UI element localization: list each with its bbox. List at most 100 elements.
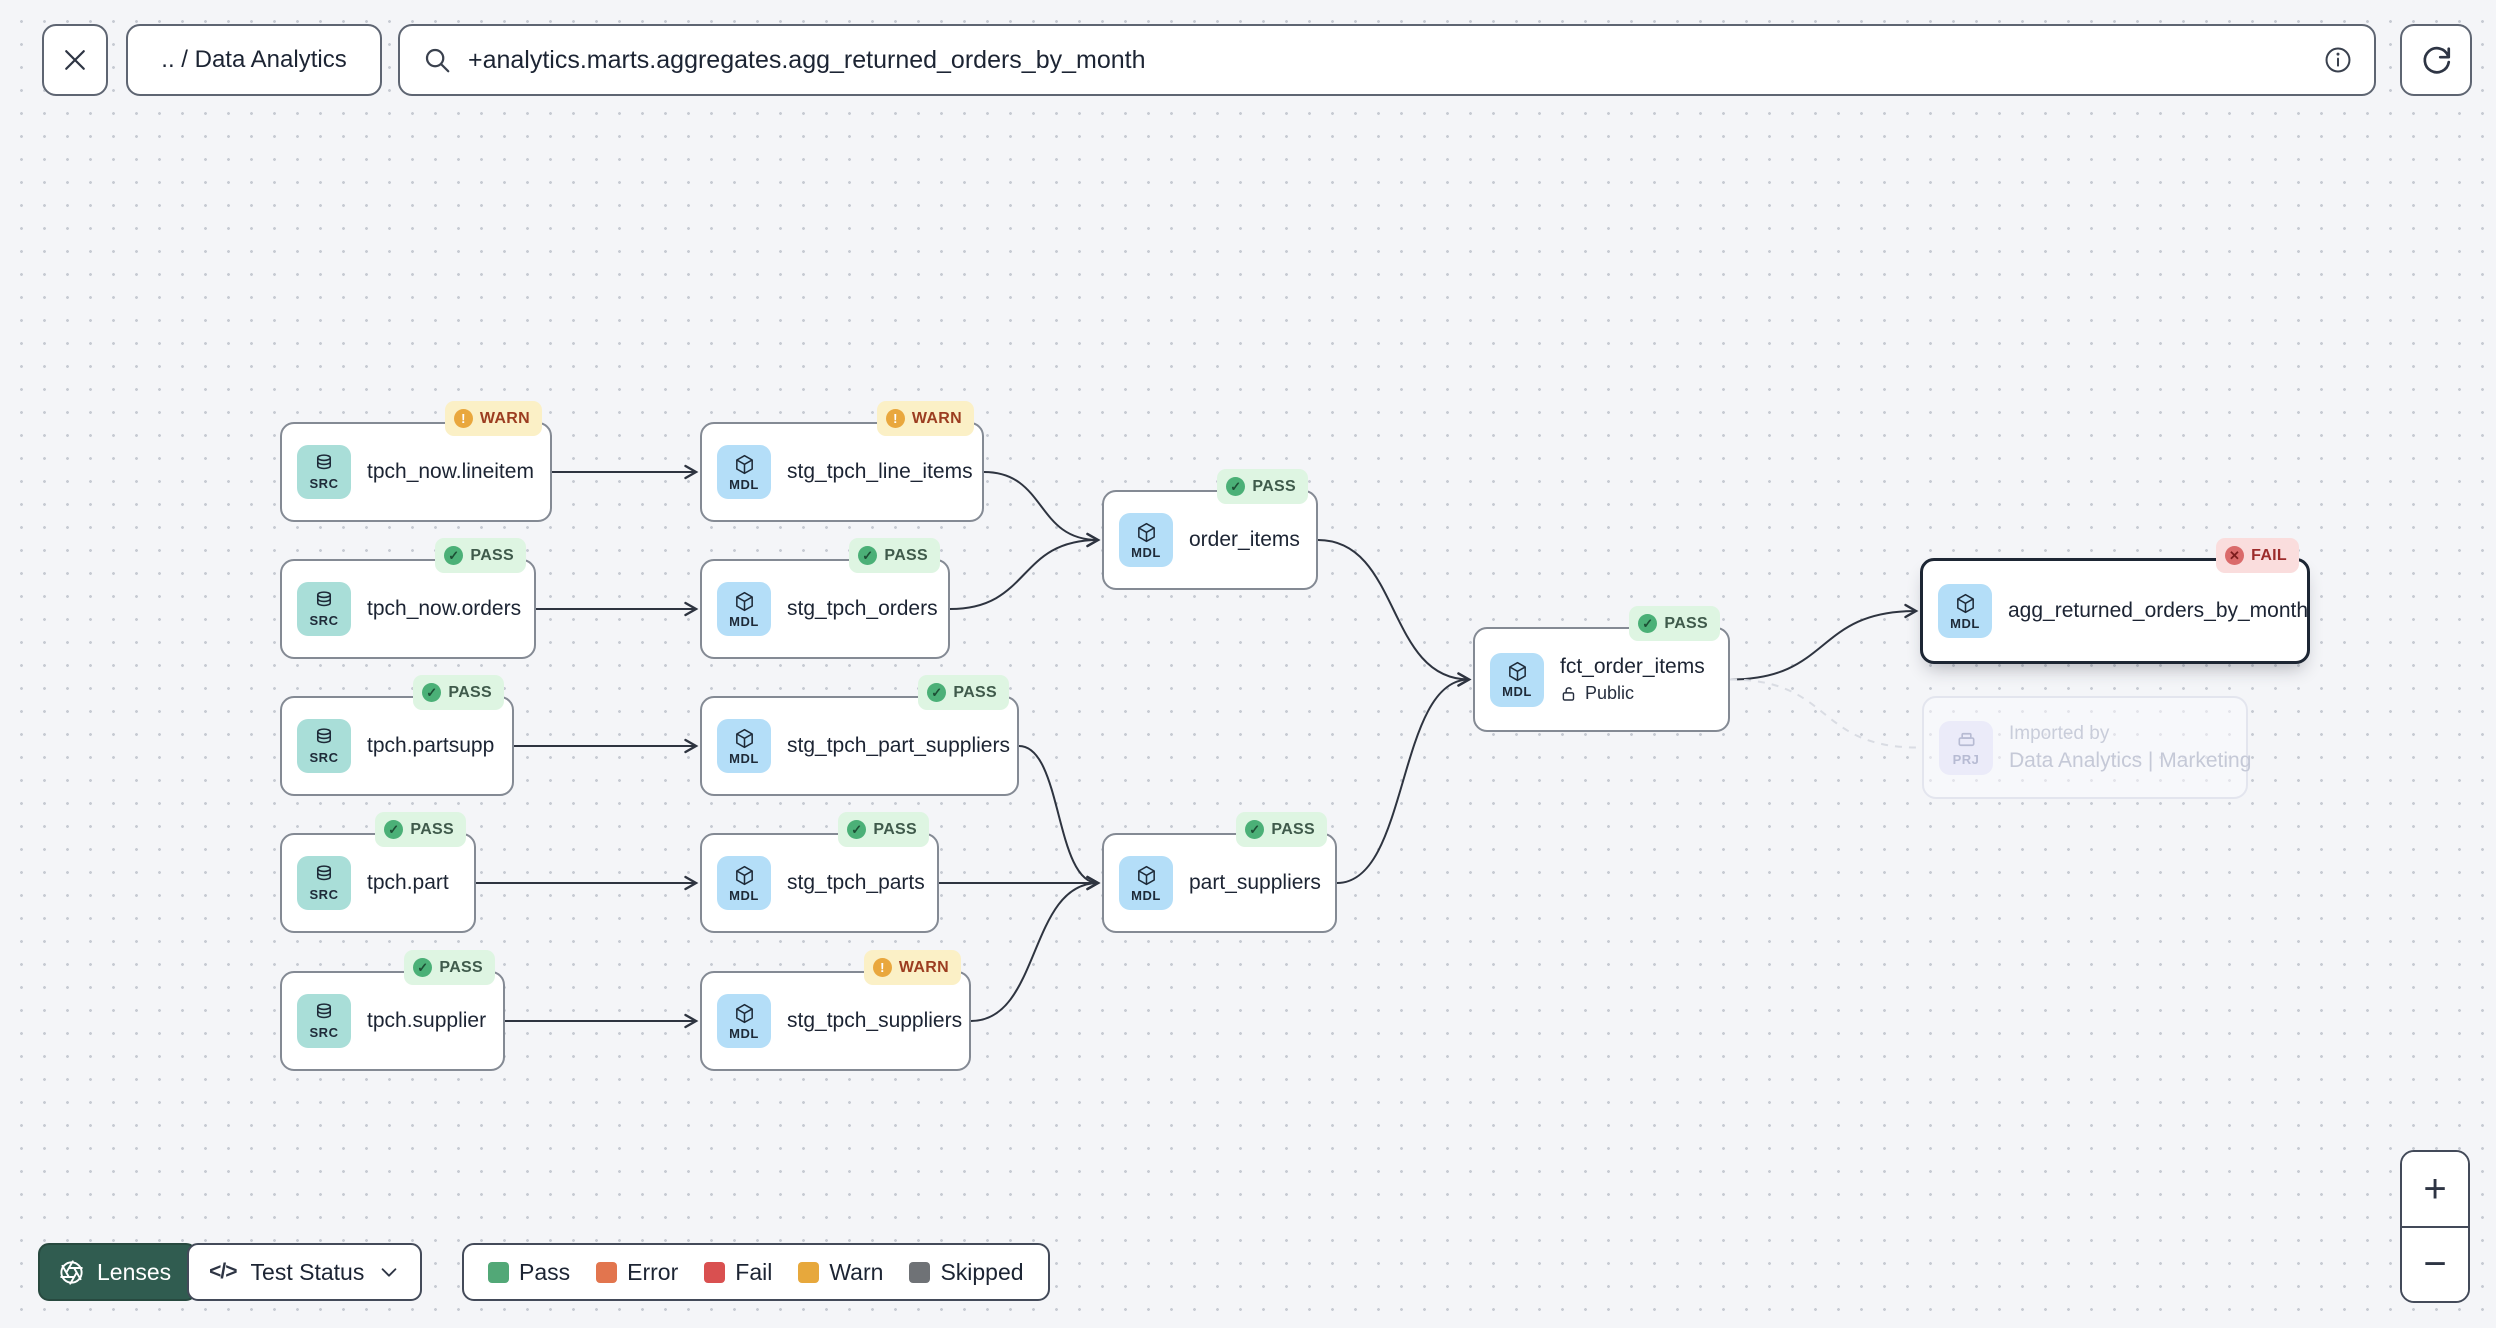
status-badge-pass: ✓ PASS: [1217, 469, 1308, 504]
node-access-label: Public: [1585, 683, 1635, 703]
node-tpch_part[interactable]: SRC tpch.part ✓ PASS: [280, 812, 476, 933]
node-stg_tpch_suppliers[interactable]: MDL stg_tpch_suppliers !WARN: [700, 950, 971, 1071]
lenses-label: Lenses: [97, 1258, 172, 1285]
legend-swatch: [596, 1261, 618, 1283]
node-type-label: SRC: [309, 750, 339, 765]
node-text: tpch.partsupp: [367, 734, 494, 758]
node-type-label: MDL: [729, 613, 759, 629]
status-label: PASS: [953, 683, 997, 701]
node-label: Data Analytics | Marketing: [2009, 748, 2252, 772]
node-label: stg_tpch_line_items: [787, 460, 973, 483]
status-label: WARN: [911, 409, 962, 427]
cube-icon: [735, 728, 753, 748]
status-label: WARN: [898, 958, 949, 976]
cube-icon: [1137, 522, 1155, 542]
node-type-label: MDL: [729, 476, 759, 492]
status-badge-pass: ✓ PASS: [375, 812, 466, 847]
status-badge-pass: ✓ PASS: [918, 675, 1009, 710]
cube-icon: [735, 591, 753, 611]
node-label: tpch_now.lineitem: [367, 460, 534, 483]
legend-item-fail: Fail: [704, 1259, 772, 1286]
node-type-label: SRC: [309, 476, 339, 491]
status-icon: ✓: [1245, 820, 1265, 839]
zoom-out-button[interactable]: −: [2402, 1227, 2468, 1301]
info-icon[interactable]: [2322, 44, 2354, 76]
node-type-label: MDL: [1502, 684, 1532, 699]
node-text: part_suppliers: [1189, 871, 1321, 895]
edge-fct_order_items-to-agg_returned_orders_by_month: [1729, 611, 1916, 681]
node-type-label: SRC: [309, 887, 339, 902]
status-label: PASS: [439, 958, 483, 976]
status-label: PASS: [410, 820, 454, 838]
status-badge-pass: ✓PASS: [1629, 606, 1720, 641]
node-label: tpch_now.orders: [367, 597, 522, 620]
status-badge-fail: ✕FAIL: [2216, 538, 2299, 573]
close-button[interactable]: [42, 24, 108, 96]
node-text: tpch_now.orders: [367, 597, 521, 621]
status-icon: ✓: [422, 683, 442, 702]
cube-icon: [735, 454, 753, 474]
lens-selector-label: Test Status: [250, 1258, 365, 1285]
status-badge-warn: !WARN: [863, 950, 961, 985]
zoom-controls: + −: [2400, 1150, 2470, 1303]
legend-swatch: [798, 1261, 820, 1283]
node-type-label: MDL: [729, 750, 759, 766]
breadcrumb[interactable]: .. / Data Analytics: [126, 24, 382, 96]
status-icon: ✓: [927, 683, 947, 702]
node-text: Imported by Data Analytics | Marketing: [2009, 723, 2251, 773]
legend-swatch: [704, 1261, 726, 1283]
status-label: PASS: [1252, 477, 1296, 495]
refresh-button[interactable]: [2400, 24, 2472, 96]
node-stg_tpch_line_items[interactable]: MDL stg_tpch_line_items !WARN: [700, 401, 984, 522]
status-label: PASS: [1271, 820, 1315, 838]
edge-order_items-to-fct_order_items: [1317, 539, 1469, 680]
refresh-icon: [2419, 43, 2453, 77]
node-tpch_partsupp[interactable]: SRC tpch.partsupp ✓PASS: [280, 675, 514, 796]
node-type-label: MDL: [729, 1025, 759, 1041]
zoom-in-button[interactable]: +: [2402, 1152, 2468, 1226]
status-icon: ✓: [384, 820, 404, 839]
status-badge-pass: ✓PASS: [413, 675, 504, 710]
status-label: PASS: [873, 820, 917, 838]
node-label: tpch.part: [367, 871, 449, 894]
legend-item-warn: Warn: [798, 1259, 883, 1286]
node-text: stg_tpch_suppliers: [787, 1009, 962, 1033]
src-type-icon: SRC: [297, 994, 351, 1048]
node-label: stg_tpch_suppliers: [787, 1009, 963, 1032]
src-type-icon: SRC: [297, 582, 351, 636]
lenses-button[interactable]: Lenses: [38, 1243, 198, 1301]
legend-swatch: [488, 1261, 509, 1283]
status-badge-pass: ✓PASS: [838, 812, 929, 847]
src-type-icon: SRC: [297, 719, 351, 773]
search-input[interactable]: [468, 45, 2306, 75]
node-label: stg_tpch_orders: [787, 597, 938, 620]
search-bar[interactable]: [398, 24, 2376, 96]
unlock-icon: [1562, 686, 1575, 701]
briefcase-icon: [1957, 732, 1975, 747]
lens-selector[interactable]: </> Test Status: [187, 1243, 423, 1301]
legend-swatch: [909, 1261, 931, 1283]
status-icon: ✕: [2225, 546, 2245, 565]
status-badge-warn: !WARN: [876, 401, 974, 436]
node-ghost-title: Imported by: [2009, 722, 2110, 744]
edge-fct_order_items-to-imported_by_project: [1729, 678, 1919, 749]
status-icon: ✓: [1226, 477, 1246, 496]
status-badge-pass: ✓PASS: [404, 950, 495, 985]
mdl-type-icon: MDL: [1119, 513, 1173, 567]
status-label: WARN: [479, 409, 530, 427]
